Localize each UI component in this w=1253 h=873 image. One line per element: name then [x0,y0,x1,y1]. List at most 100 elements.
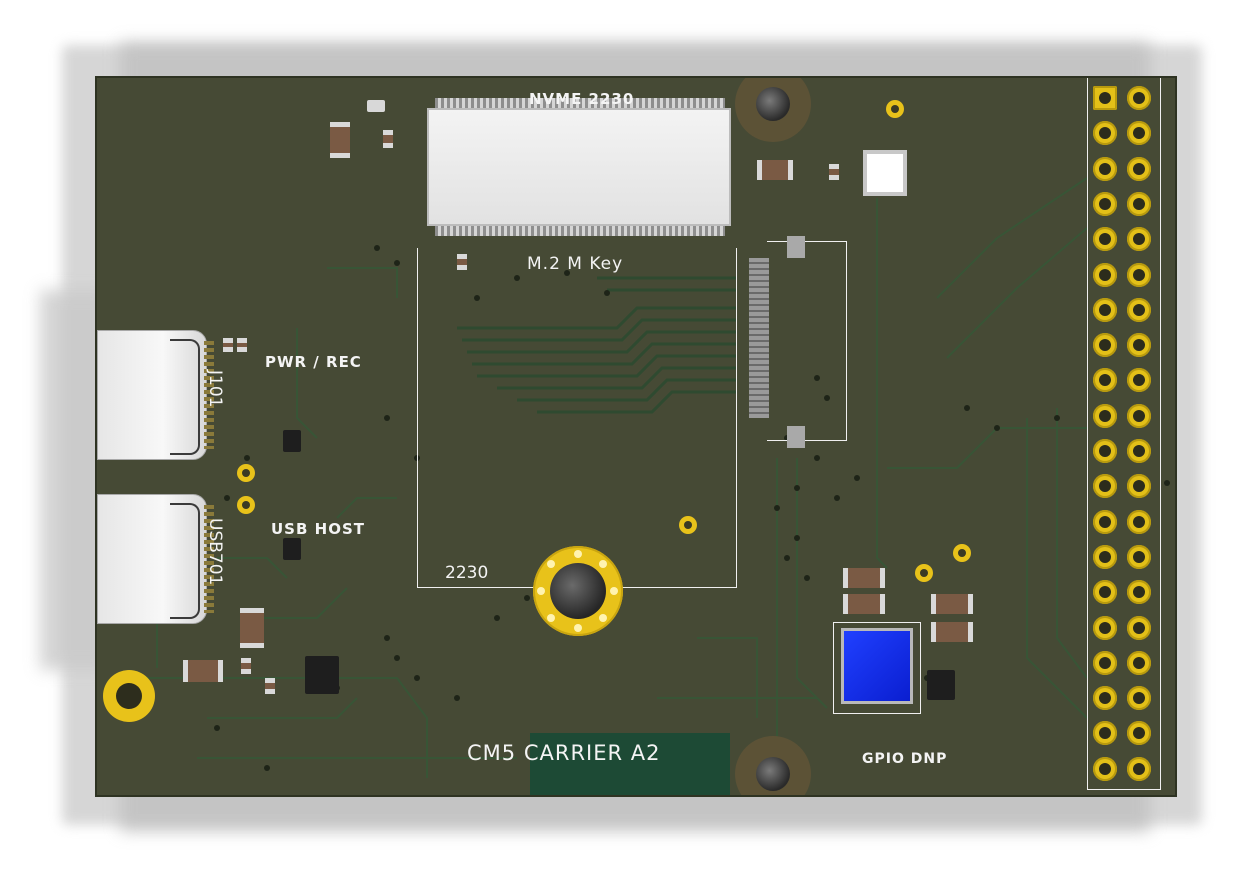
gpio-pin [1127,191,1151,216]
capacitor [931,594,973,614]
capacitor [757,160,793,180]
gpio-pin [1093,156,1117,181]
board-name-plate [530,733,730,795]
capacitor [843,568,885,588]
mounting-hole-top [735,78,811,142]
gpio-pin [1093,86,1117,110]
gpio-header-outline [1087,78,1161,790]
gpio-pin [1093,262,1117,287]
ffc-outline [767,241,847,441]
test-via [237,464,255,482]
led [367,100,385,112]
gpio-pin [1127,615,1151,640]
mounting-pad-left [103,670,155,722]
board-name: CM5 CARRIER A2 [467,741,661,765]
usb-c-shell [170,503,200,619]
gpio-pin [1127,403,1151,428]
resistor [383,130,393,148]
pwr-rec-label: PWR / REC [265,353,362,371]
gpio-pin [1127,650,1151,675]
mounting-hole-bottom [735,736,811,795]
gpio-pin [1093,191,1117,216]
m2-pins-top [435,98,725,108]
gpio-pin [1093,686,1117,711]
gpio-pin [1093,297,1117,322]
resistor [457,254,467,270]
capacitor [240,608,264,648]
gpio-pin [1093,721,1117,746]
resistor [223,338,233,352]
test-via [237,496,255,514]
size-2230-label: 2230 [445,563,489,583]
gpio-pin [1093,474,1117,499]
gpio-pin [1127,368,1151,393]
gpio-pin [1093,756,1117,781]
pcb-board: NVME 2230 M.2 M Key 2230 J101 USB701 PWR… [95,76,1177,797]
standoff-dot [599,614,607,622]
gpio-pin [1127,121,1151,146]
gpio-pin [1127,544,1151,569]
ffc-connector [749,258,769,418]
gpio-pin [1127,439,1151,463]
m2-2230-outline [417,248,737,588]
m2-connector [427,98,731,236]
m2-key-label: M.2 M Key [527,254,624,274]
nvme-label: NVME 2230 [529,90,635,108]
gpio-pin [1093,615,1117,640]
standoff-dot [547,560,555,568]
resistor [265,678,275,694]
standoff-dot [574,624,582,632]
capacitor [931,622,973,642]
gpio-pin [1127,156,1151,181]
capacitor [183,660,223,682]
standoff-dot [547,614,555,622]
gpio-pin [1127,474,1151,499]
power-inductor [841,628,913,704]
usb-c-pins [204,505,214,613]
usb-c-shell [170,339,200,455]
ic-chip [927,670,955,700]
ref-j101: J101 [205,370,225,408]
m2-pins-bottom [435,226,725,236]
ffc-tab-top [787,236,805,258]
gpio-dnp-label: GPIO DNP [862,751,948,767]
gpio-pin [1093,509,1117,534]
capacitor [843,594,885,614]
gpio-pin [1127,262,1151,287]
gpio-pin [1093,544,1117,569]
resistor [237,338,247,352]
test-via [915,564,933,582]
gpio-pin [1093,368,1117,393]
gpio-pin [1127,86,1151,110]
gpio-pin [1127,333,1151,358]
gpio-pin [1093,580,1117,605]
usb-c-pins [204,341,214,449]
gpio-pin [1093,403,1117,428]
test-via [953,544,971,562]
test-via [886,100,904,118]
usb-c-connector-j101 [97,330,214,460]
gpio-pin [1127,227,1151,252]
ic-chip [305,656,339,694]
gpio-pin [1127,756,1151,781]
usb-host-label: USB HOST [271,520,365,538]
test-via [679,516,697,534]
ref-usb701: USB701 [205,518,225,586]
standoff-dot [574,550,582,558]
gpio-pin [1127,509,1151,534]
gpio-pin [1127,297,1151,322]
white-component [863,150,907,196]
resistor [241,658,251,674]
gpio-pin [1093,439,1117,463]
capacitor [330,122,350,158]
gpio-pin [1093,227,1117,252]
usb-c-connector-usb701 [97,494,214,624]
standoff-dot [610,587,618,595]
inductor-outline [833,622,921,714]
ic-chip [283,538,301,560]
copper-traces [137,177,1170,778]
standoff-dot [537,587,545,595]
ffc-tab-bottom [787,426,805,448]
m2-standoff [533,546,623,636]
gpio-pin [1127,721,1151,746]
